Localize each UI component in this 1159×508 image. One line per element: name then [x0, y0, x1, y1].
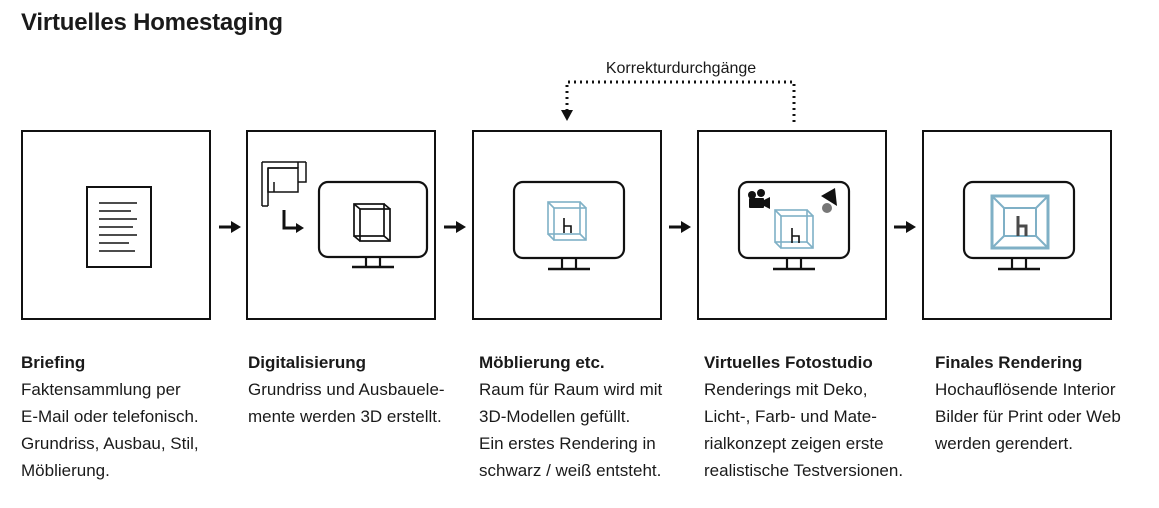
- floorplan-to-3d-monitor-icon: [261, 161, 429, 269]
- arrow-right-icon: [894, 221, 916, 233]
- document-icon: [86, 186, 152, 268]
- step-heading: Finales Rendering: [935, 353, 1083, 372]
- step-heading: Briefing: [21, 353, 86, 372]
- step-heading: Digitalisierung: [248, 353, 367, 372]
- step-text-finales-rendering: Finales Rendering Hochauflösende Interio…: [935, 349, 1157, 457]
- step-description: Raum für Raum wird mit 3D-Modellen gefül…: [479, 380, 663, 480]
- camera-icon: [748, 189, 770, 209]
- step-description: Faktensammlung per E-Mail oder telefonis…: [21, 380, 199, 480]
- step-card-moeblierung: [472, 130, 662, 320]
- step-text-briefing: Briefing Faktensammlung per E-Mail oder …: [21, 349, 243, 484]
- page-title: Virtuelles Homestaging: [21, 9, 283, 36]
- step-text-moeblierung: Möblierung etc. Raum für Raum wird mit 3…: [479, 349, 701, 484]
- arrow-right-icon: [444, 221, 466, 233]
- step-card-fotostudio: [697, 130, 887, 320]
- step-card-finales-rendering: [922, 130, 1112, 320]
- step-text-digitalisierung: Digitalisierung Grundriss und Ausbauele-…: [248, 349, 470, 430]
- step-card-digitalisierung: [246, 130, 436, 320]
- arrow-right-icon: [219, 221, 241, 233]
- step-text-fotostudio: Virtuelles Fotostudio Renderings mit Dek…: [704, 349, 926, 484]
- loop-label: Korrekturdurchgänge: [605, 60, 757, 77]
- studio-light-icon: [821, 188, 837, 213]
- step-heading: Möblierung etc.: [479, 353, 605, 372]
- step-description: Renderings mit Deko, Licht-, Farb- und M…: [704, 380, 904, 480]
- photo-studio-monitor-icon: [737, 180, 851, 271]
- step-description: Hochauflösende Interior Bilder für Print…: [935, 380, 1121, 453]
- step-description: Grundriss und Ausbauele- mente werden 3D…: [248, 380, 445, 426]
- step-heading: Virtuelles Fotostudio: [704, 353, 873, 372]
- step-card-briefing: [21, 130, 211, 320]
- furnished-room-monitor-icon: [512, 180, 626, 271]
- arrow-right-icon: [669, 221, 691, 233]
- final-render-monitor-icon: [962, 180, 1076, 271]
